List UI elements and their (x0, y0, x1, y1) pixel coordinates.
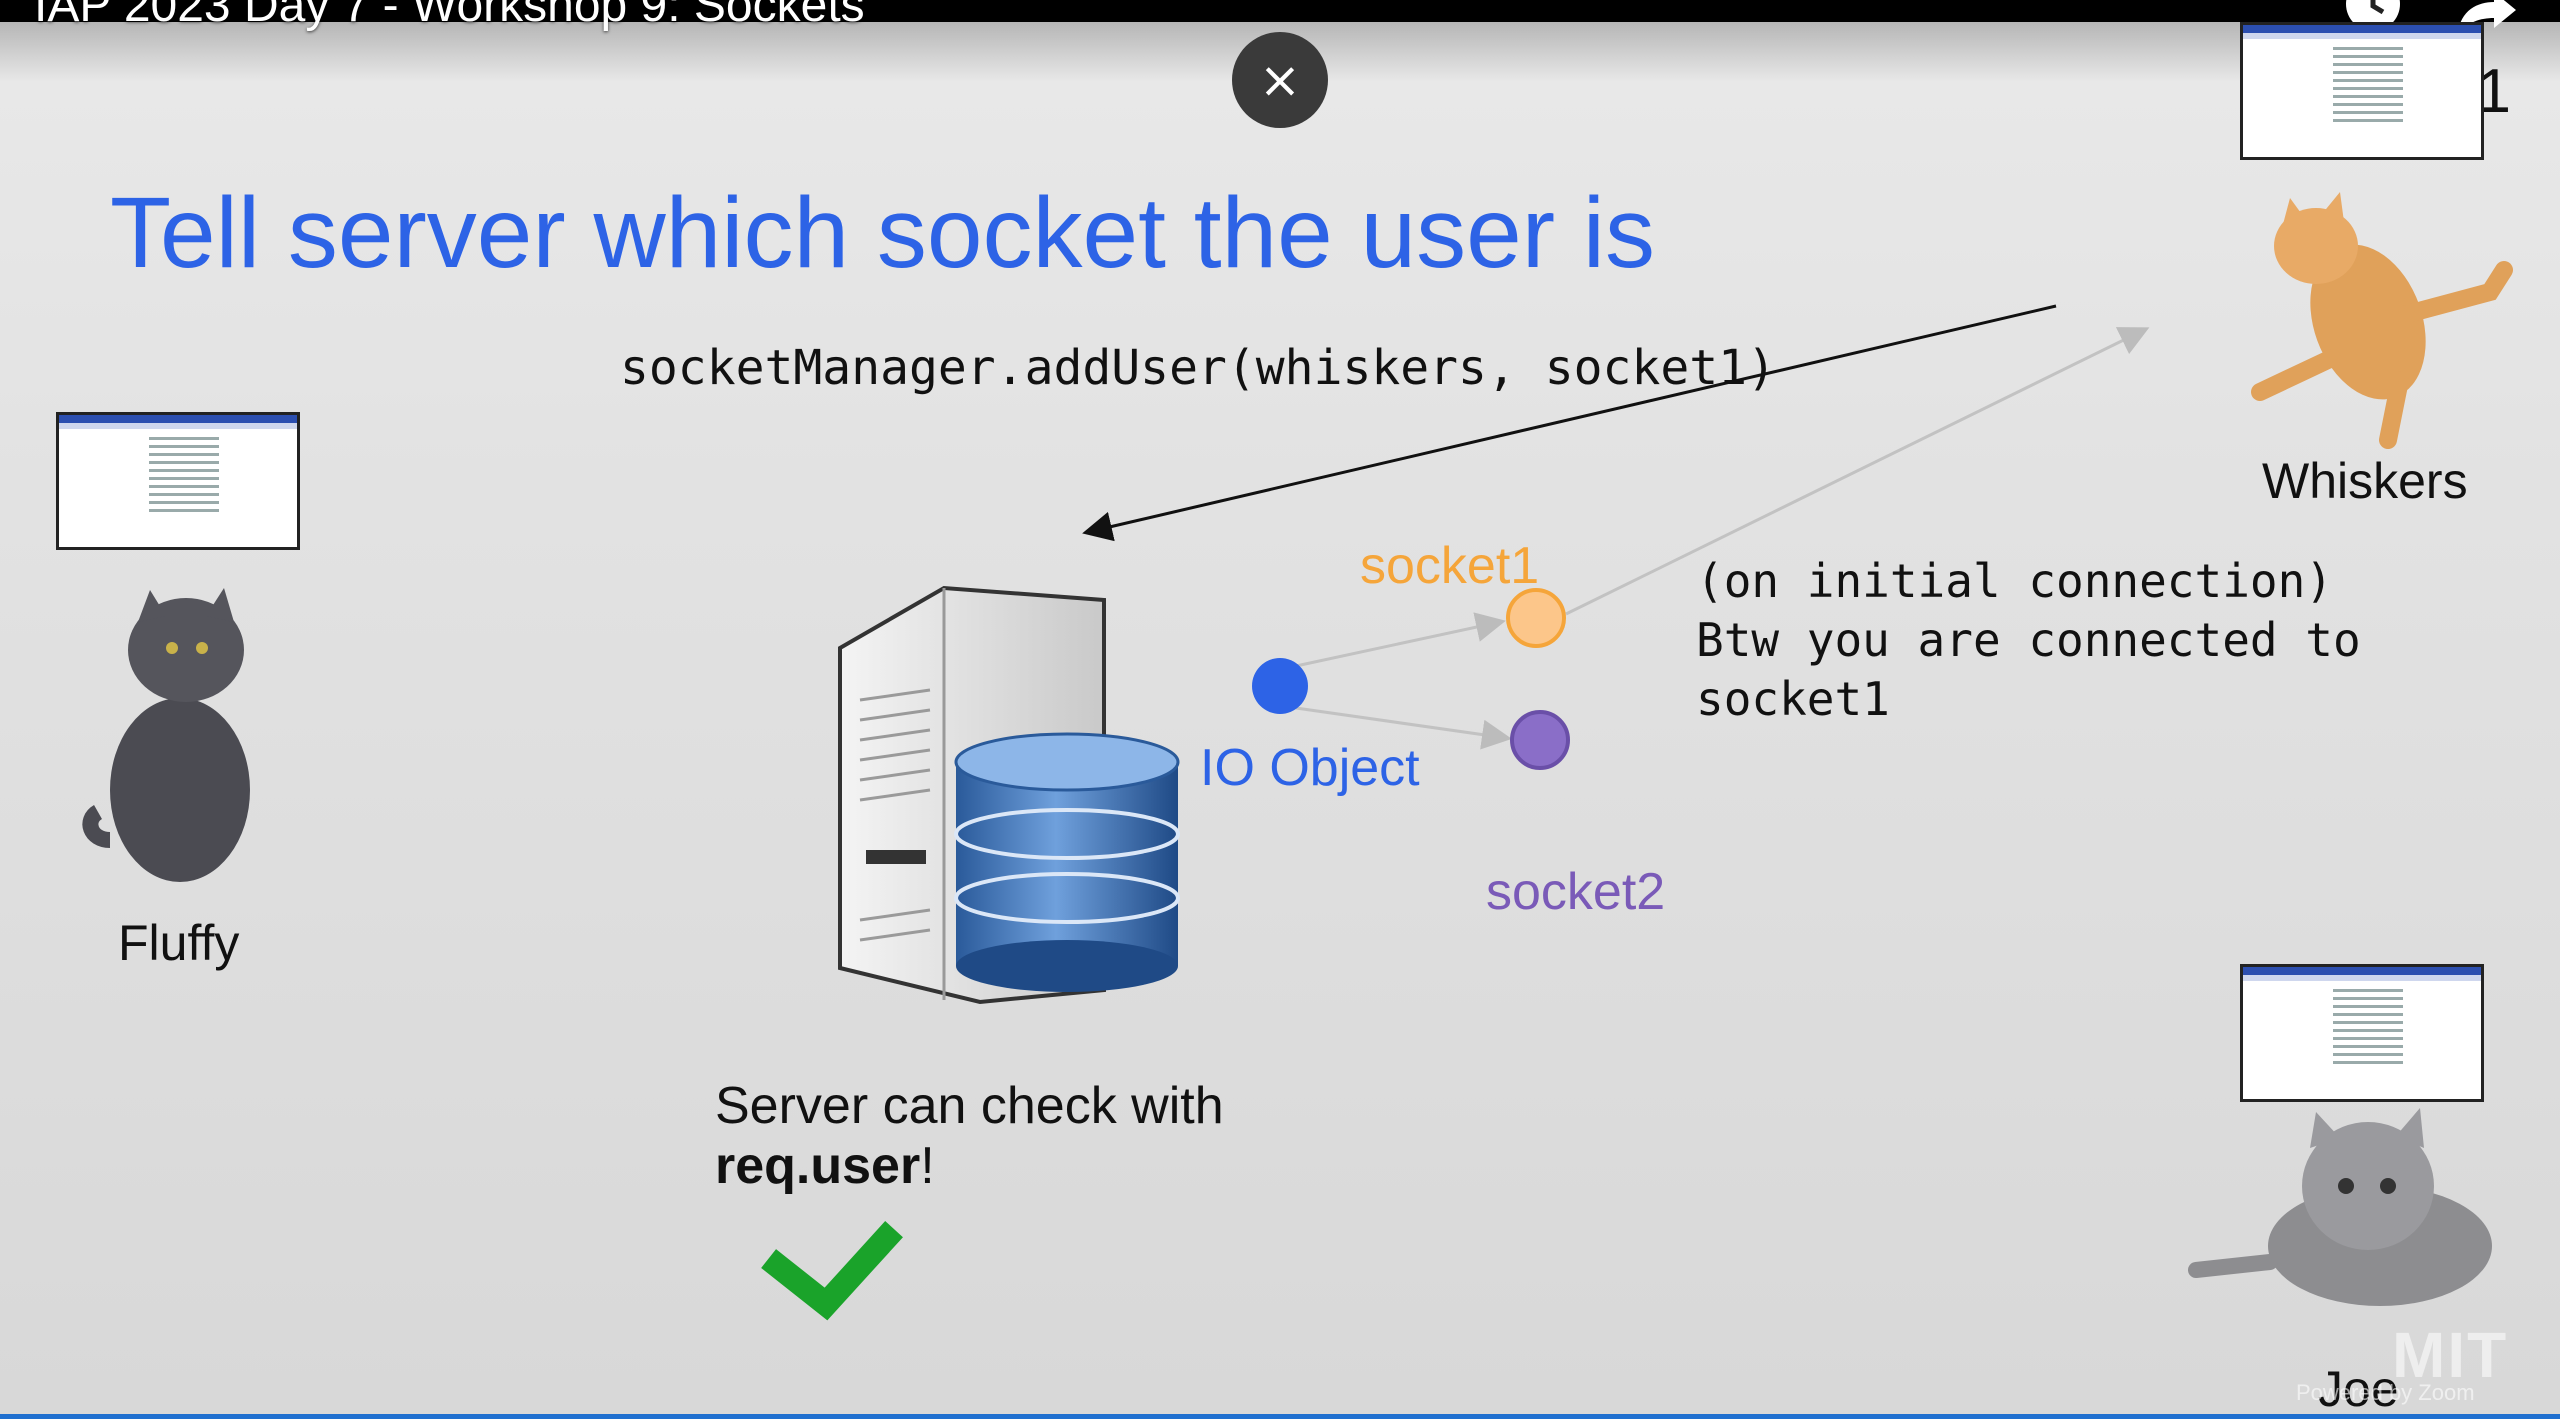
socket1-label: socket1 (1360, 537, 1540, 595)
close-button[interactable]: × (1232, 32, 1328, 128)
powered-by-zoom: Powered by Zoom (2296, 1380, 2475, 1405)
mit-watermark: MIT (2392, 1319, 2509, 1391)
thumbnail-whiskers (2240, 22, 2484, 160)
connection-message: (on initial connection) Btw you are conn… (1696, 552, 2361, 729)
arrow-to-socket1 (1295, 612, 1506, 668)
fluffy-cat-image (82, 588, 250, 882)
server-check-line: Server can check with (715, 1077, 1224, 1135)
server-check-suffix: ! (920, 1137, 935, 1195)
progress-line (0, 1414, 2560, 1419)
server-check-text: Server can check with req.user! (715, 1076, 1224, 1196)
check-icon (761, 1221, 903, 1321)
message-line: Btw you are connected to (1696, 613, 2361, 667)
arrow-to-whiskers (1565, 327, 2150, 616)
io-node (1252, 658, 1308, 714)
thumbnail-joe (2240, 964, 2484, 1102)
joe-label: Joe (2318, 1361, 2399, 1417)
code-line: socketManager.addUser(whiskers, socket1) (620, 340, 1776, 396)
top-bar (0, 0, 2560, 22)
database-icon (954, 732, 1180, 992)
req-user: req.user (715, 1137, 921, 1195)
share-icon[interactable] (2450, 0, 2520, 40)
arrow-to-server (1082, 304, 2057, 542)
fluffy-label: Fluffy (118, 915, 240, 971)
message-line: socket1 (1696, 672, 1890, 726)
whiskers-label: Whiskers (2262, 453, 2468, 509)
joe-cat-image (2188, 1108, 2492, 1306)
message-line: (on initial connection) (1696, 554, 2333, 608)
arrow-to-socket2 (1295, 706, 1512, 750)
slide-title: Tell server which socket the user is (110, 177, 1656, 289)
thumbnail-fluffy (56, 412, 300, 550)
close-icon: × (1259, 51, 1301, 109)
whiskers-cat-image (2251, 192, 2513, 449)
video-title: IAP 2023 Day 7 - Workshop 9: Sockets (34, 0, 865, 32)
socket1-node (1506, 588, 1566, 648)
socket2-label: socket2 (1486, 863, 1666, 921)
socket2-node (1510, 710, 1570, 770)
io-object-label: IO Object (1200, 739, 1420, 797)
